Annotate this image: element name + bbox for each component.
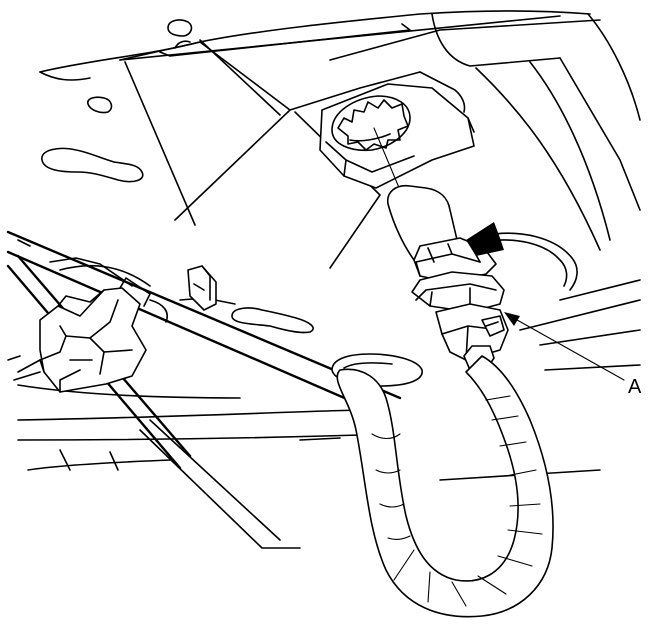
rotation-arrow-icon — [466, 222, 578, 291]
small-clip — [187, 265, 217, 311]
callout-leader-a — [504, 312, 625, 381]
fuel-hose-loop — [336, 355, 554, 618]
filler-cap — [331, 95, 411, 152]
callout-label-a: A — [628, 376, 642, 398]
hose-connector-lock — [411, 237, 509, 371]
body-floor-panel — [7, 10, 641, 481]
diagonal-brace — [6, 254, 301, 549]
left-clip — [13, 257, 168, 393]
floor-holes — [41, 19, 314, 334]
